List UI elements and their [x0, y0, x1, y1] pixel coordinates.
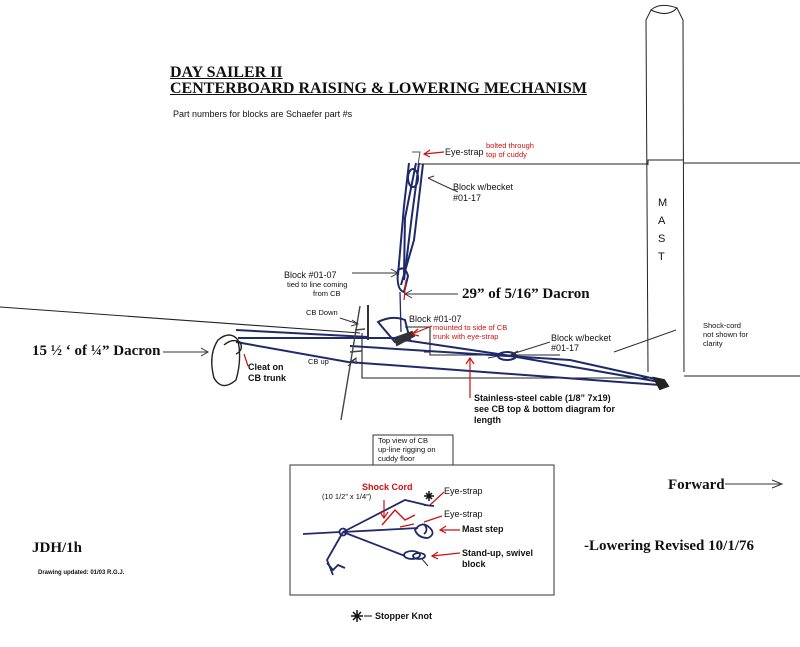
author-label: JDH/1h	[32, 540, 83, 556]
mast-step-label: Mast step	[462, 524, 504, 534]
title-line-1: DAY SAILER II	[170, 64, 283, 81]
cb-down-label: CB Down	[306, 308, 338, 317]
eye-strap-top-label: Eye-strap	[445, 147, 484, 157]
standup-label-1: Stand-up, swivel	[462, 548, 534, 558]
top-view-arrows	[379, 491, 461, 560]
cb-up-label: CB up	[308, 357, 329, 366]
drawing-updated-label: Drawing updated: 01/03 R.G.J.	[38, 570, 125, 576]
cable-label-3: length	[474, 415, 501, 425]
mast-letter-t: T	[658, 251, 665, 263]
cleat	[211, 334, 243, 387]
block-0107-lower-label: Block #01-07	[409, 314, 462, 324]
upper-block-assembly	[396, 151, 424, 333]
shock-cord-note-3: clarity	[703, 339, 723, 348]
mast-label: M A S T	[658, 194, 668, 266]
standup-label-2: block	[462, 559, 486, 569]
lower-block-assembly	[367, 305, 416, 347]
block-becket-lower-part: #01-17	[551, 343, 580, 353]
shock-cord-size: (10 1/2” x 1/4”)	[322, 492, 372, 501]
cable-label-2: see CB top & bottom diagram for	[474, 404, 616, 414]
top-view-caption-3: cuddy floor	[378, 454, 415, 463]
becket-block-lower	[487, 351, 517, 361]
cleat-label-1: Cleat on	[248, 362, 284, 372]
block-becket-top-part: #01-17	[453, 193, 482, 203]
block-0107-upper-label: Block #01-07	[284, 270, 337, 280]
forward-label: Forward	[668, 477, 725, 493]
bolted-note-1: bolted through	[486, 141, 534, 150]
mast	[645, 4, 685, 373]
tied-note-2: from CB	[313, 289, 341, 298]
dacron-15-label: 15 ½ ‘ of ¼” Dacron	[32, 343, 161, 359]
revised-label: -Lowering Revised 10/1/76	[584, 538, 754, 554]
red-callout-arrows	[243, 149, 475, 398]
mounted-note-1: mounted to side of CB	[433, 323, 508, 332]
top-view-caption-2: up-line rigging on	[378, 445, 436, 454]
forward-fitting	[652, 376, 670, 391]
eye-strap-label-2: Eye-strap	[444, 509, 483, 519]
running-lines	[235, 329, 661, 386]
mast-letter-m: M	[658, 197, 668, 209]
callout-arrows	[163, 175, 784, 489]
eye-strap-label-1: Eye-strap	[444, 486, 483, 496]
stopper-knot-label: Stopper Knot	[375, 611, 432, 621]
cleat-label-2: CB trunk	[248, 373, 286, 383]
cable-label-1: Stainless-steel cable (1/8” 7x19)	[474, 393, 611, 403]
mast-letter-a: A	[658, 215, 666, 227]
shock-cord-note-1: Shock-cord	[703, 321, 741, 330]
stopper-knot-marks	[351, 491, 434, 622]
subtitle: Part numbers for blocks are Schaefer par…	[173, 109, 353, 119]
shock-cord-note-2: not shown for	[703, 330, 749, 339]
block-becket-top-label: Block w/becket	[453, 182, 514, 192]
mounted-note-2: trunk with eye-strap	[433, 332, 499, 341]
tied-note-1: tied to line coming	[287, 280, 348, 289]
mast-letter-s: S	[658, 233, 666, 245]
top-view-caption-1: Top view of CB	[378, 436, 429, 445]
top-view-box	[289, 434, 555, 596]
dacron-29-label: 29” of 5/16” Dacron	[462, 286, 590, 302]
bolted-note-2: top of cuddy	[486, 150, 527, 159]
block-becket-lower-label: Block w/becket	[551, 333, 612, 343]
top-view-rigging	[302, 499, 435, 576]
shock-cord-label: Shock Cord	[362, 482, 413, 492]
title-line-2: CENTERBOARD RAISING & LOWERING MECHANISM	[170, 80, 587, 97]
